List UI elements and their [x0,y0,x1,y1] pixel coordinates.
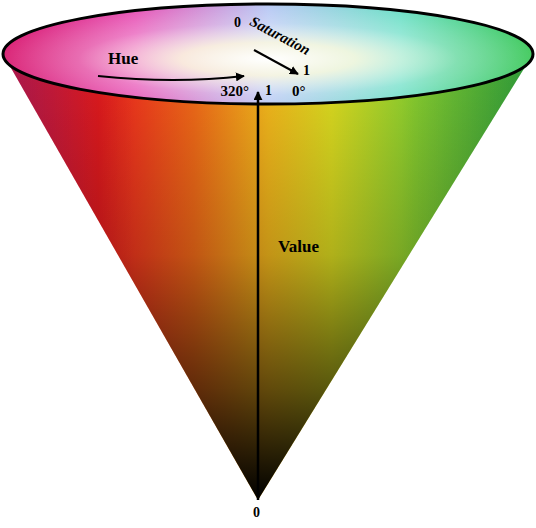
cone-top [3,4,533,104]
saturation-max: 1 [303,64,310,78]
cone-edge-shade [3,54,533,500]
hue-angle: 0° [292,84,306,99]
value-arrow [257,92,260,500]
value-min: 0 [253,506,260,520]
axis-name: Value [278,238,319,255]
cone-top-white [3,4,533,104]
value-max: 1 [265,84,272,98]
cone-value-shade [3,54,533,500]
saturation-min: 0 [234,16,241,30]
hue-angle: 320° [221,84,250,99]
saturation-arrow [254,50,298,74]
axis-name: Hue [108,50,138,67]
axis-name: Saturation [247,14,312,58]
hue-arrow [98,76,244,80]
cone-rim [3,4,533,104]
cone-face [3,54,533,500]
